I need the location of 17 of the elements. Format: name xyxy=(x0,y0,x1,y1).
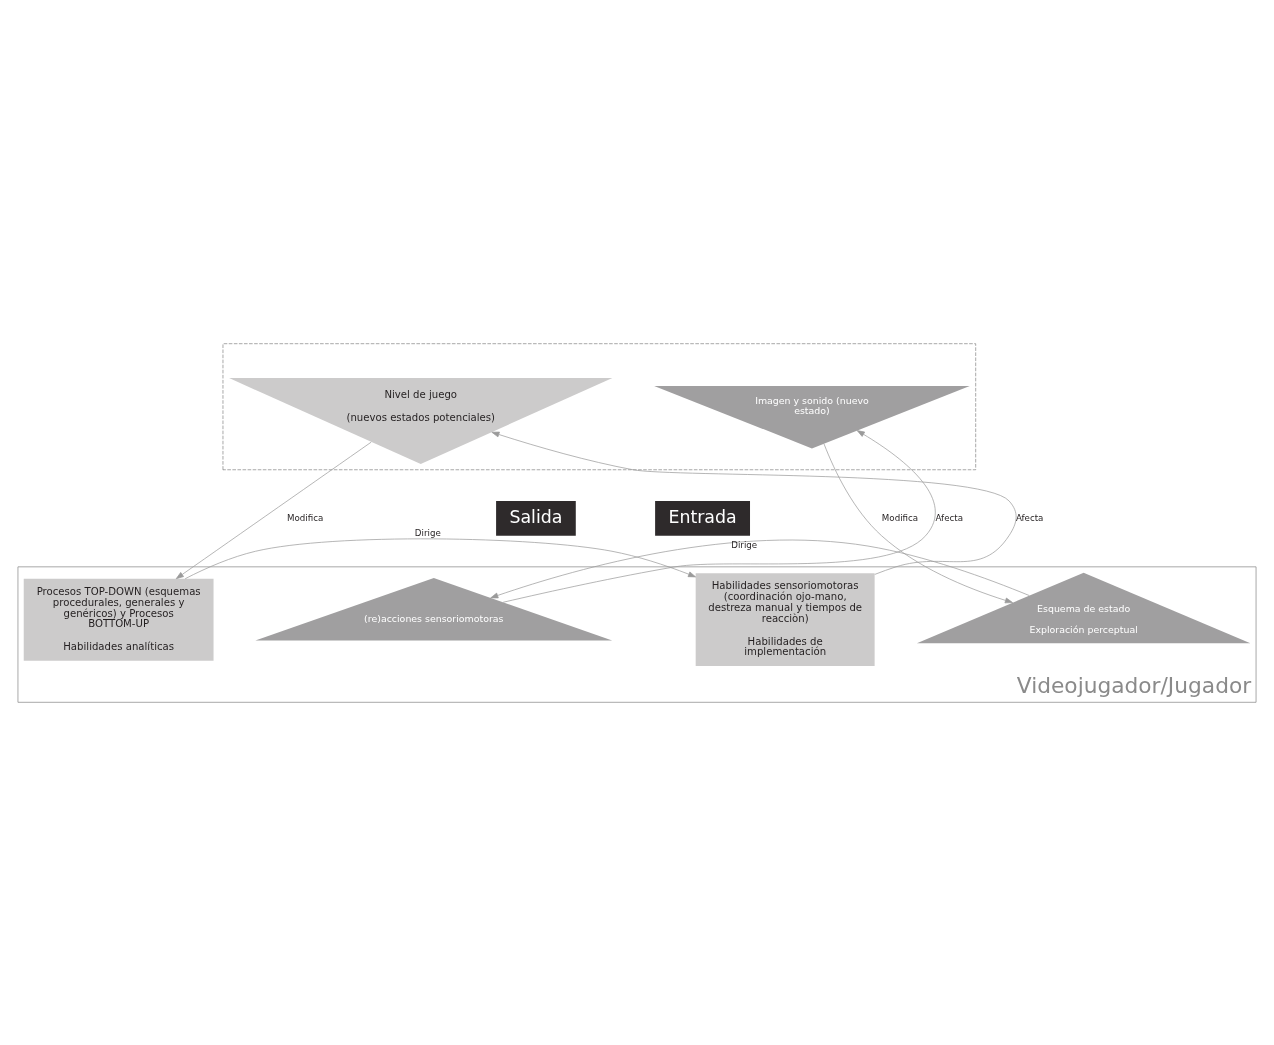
node-box: Habilidades sensoriomotoras (coordinación ojo-mano, destreza manual y tiempos de reacciòn) Habilidades de implementación xyxy=(695,572,875,666)
arrow xyxy=(502,429,936,603)
edge-label: Afecta xyxy=(1015,512,1044,523)
arrow xyxy=(175,441,372,579)
arrow xyxy=(490,539,1030,598)
node-box: Procesos TOP-DOWN (esquemas procedurales, generales y genéricos) y Procesos BOTTOM-UP Habilidades analíticas xyxy=(23,578,214,661)
edge-label: Modifica xyxy=(287,512,324,523)
arrow xyxy=(184,538,696,579)
edge-label: Modifica xyxy=(881,512,919,523)
arrow xyxy=(491,431,1017,575)
cluster xyxy=(222,342,977,470)
edge-label: Dirige xyxy=(414,527,441,538)
edge-label: Dirige xyxy=(731,539,758,550)
arrow xyxy=(823,443,1013,603)
edge-label: Afecta xyxy=(935,512,964,523)
node-box: Entrada xyxy=(655,500,750,536)
node-box: Salida xyxy=(496,500,576,536)
